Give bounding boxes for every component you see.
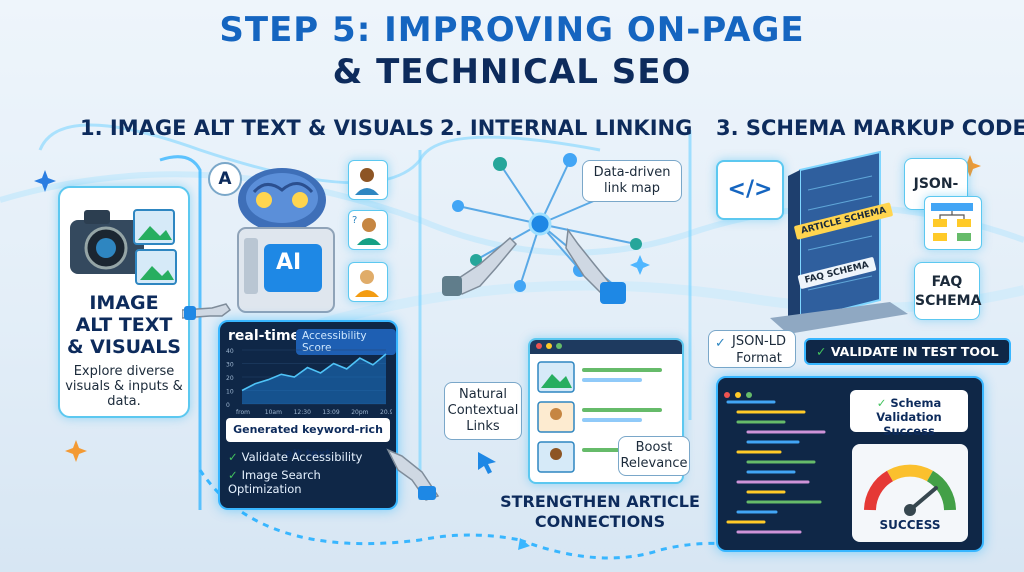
y-tick-label: 40 <box>226 348 234 355</box>
y-tick-label: 0 <box>226 402 230 409</box>
schema-validation-text: Schema Validation Success <box>876 396 942 438</box>
avatar-2: ? <box>348 210 388 250</box>
check-icon: ✓ <box>816 344 831 359</box>
check-icon: ✓ <box>228 450 242 464</box>
avatar-1 <box>348 160 388 200</box>
jsonld-format-text: JSON-LD Format <box>732 334 786 366</box>
gauge-card: SUCCESS <box>852 444 968 542</box>
browser-titlebar <box>530 340 682 354</box>
camera-icon <box>70 209 177 285</box>
person-icon <box>355 168 379 195</box>
strengthen-connections-text: STRENGTHEN ARTICLE CONNECTIONS <box>500 492 700 532</box>
code-brackets-icon: </> <box>716 160 784 220</box>
svg-text:?: ? <box>352 215 357 226</box>
code-lines <box>726 400 826 534</box>
image-alt-card-desc: Explore diverse visuals & inputs & data. <box>65 364 183 409</box>
faq-schema-card: FAQ SCHEMA <box>914 262 981 320</box>
natural-contextual-links-label: Natural Contextual Links <box>444 382 522 440</box>
col1-heading: 1. IMAGE ALT TEXT & VISUALS <box>80 116 435 140</box>
boost-relevance-label: Boost Relevance <box>618 436 690 476</box>
x-tick-label: 10am <box>265 409 282 416</box>
check-icon: ✓ <box>876 396 891 410</box>
y-tick-label: 30 <box>226 362 234 369</box>
x-tick-label: 20pm <box>351 409 368 416</box>
page-title-line1: STEP 5: IMPROVING ON-PAGE <box>219 10 805 50</box>
schema-tower-icon <box>770 150 908 334</box>
validate-accessibility-item: ✓ Validate Accessibility <box>228 450 362 464</box>
letter-a-badge: A <box>208 162 242 196</box>
check-icon: ✓ <box>228 468 242 482</box>
sitemap-card <box>924 196 982 250</box>
x-tick-label: from <box>236 409 250 416</box>
strengthen-line1: STRENGTHEN ARTICLE <box>500 492 700 511</box>
sitemap-icon <box>931 203 973 241</box>
image-search-item: ✓ Image Search Optimization <box>228 468 396 496</box>
person-question-icon: ? <box>352 215 381 245</box>
data-driven-link-map-label: Data-driven link map <box>582 160 682 202</box>
dashboard-title: real-time <box>228 328 301 344</box>
image-alt-card-title: IMAGE ALT TEXT & VISUALS <box>67 292 181 358</box>
validate-test-tool-text: VALIDATE IN TEST TOOL <box>830 344 999 359</box>
x-tick-label: 12:30 <box>294 409 311 416</box>
y-tick-label: 20 <box>226 375 234 382</box>
ai-label: AI <box>276 250 302 275</box>
person-icon <box>355 270 379 297</box>
schema-validation-box: ✓ Schema Validation Success <box>850 390 968 438</box>
robot-hand-right-icon <box>565 227 626 304</box>
robot-hand-left-icon <box>442 236 518 296</box>
page-title-line2: & TECHNICAL SEO <box>332 52 692 92</box>
gauge-icon <box>864 464 956 516</box>
robot-hand-icon <box>182 303 232 320</box>
accessibility-chart: 40 30 20 10 0 from 10am 12:30 13:09 20pm 20.9x <box>226 348 392 416</box>
article-list-icon <box>537 361 662 473</box>
alt-text-box: Generated keyword-rich alt text <box>226 418 390 460</box>
validate-accessibility-text: Validate Accessibility <box>241 450 363 464</box>
image-search-text: Image Search Optimization <box>228 468 321 496</box>
strengthen-line2: CONNECTIONS <box>534 512 666 531</box>
col3-heading: 3. SCHEMA MARKUP CODE <box>716 116 1024 140</box>
y-tick-label: 10 <box>226 389 234 396</box>
x-tick-label: 20.9x <box>380 409 392 416</box>
code-editor-window: ✓ Schema Validation Success SUCCESS <box>716 376 984 552</box>
ai-brain-machine-icon <box>237 168 335 313</box>
accessibility-score-label: Accessibility Score <box>296 329 396 355</box>
cursor-arrow-icon <box>478 452 496 474</box>
accessibility-line <box>241 353 387 392</box>
check-circle-icon: ✓ <box>715 336 726 351</box>
robot-hand-icon <box>386 448 440 501</box>
editor-window-dots <box>724 383 753 402</box>
avatar-3 <box>348 262 388 302</box>
x-tick-label: 13:09 <box>322 409 339 416</box>
gauge-label: SUCCESS <box>879 518 941 532</box>
accessibility-area <box>242 354 386 404</box>
jsonld-format-label: ✓ JSON-LD Format <box>708 330 796 368</box>
image-alt-card: IMAGE ALT TEXT & VISUALS Explore diverse… <box>58 186 190 418</box>
col2-heading: 2. INTERNAL LINKING <box>440 116 693 140</box>
validate-test-tool-button[interactable]: ✓ VALIDATE IN TEST TOOL <box>804 338 1011 365</box>
